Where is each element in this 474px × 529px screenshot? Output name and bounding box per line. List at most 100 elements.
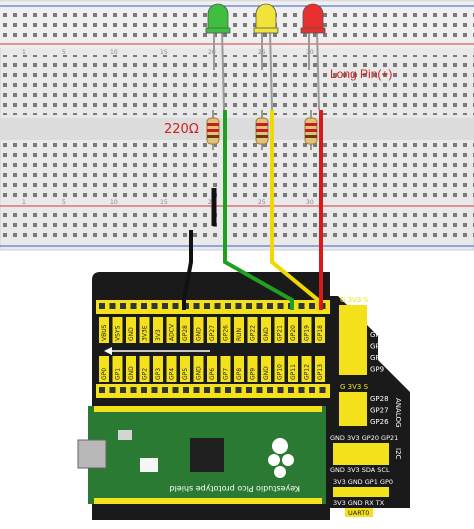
pin-label-bg	[126, 356, 136, 382]
pin-label-bg	[207, 317, 217, 343]
center-channel	[0, 118, 474, 140]
red-led	[300, 3, 326, 111]
analog-pin-label: GP27	[370, 407, 389, 415]
pin-label: GP22	[250, 325, 257, 341]
i2c-side-label: I2C	[394, 448, 402, 460]
header-pin	[99, 387, 105, 393]
lower-terminal-holes	[0, 142, 474, 200]
header-pin	[288, 387, 294, 393]
pin-label-bg	[274, 356, 285, 382]
pin-label: GP9	[250, 368, 257, 380]
header-pin	[162, 387, 168, 393]
pin-label: GND	[128, 366, 135, 380]
header-pin	[130, 387, 137, 393]
pin-label: GP20	[290, 325, 297, 341]
right-block-header: G 3V3 S	[340, 296, 369, 304]
header-pin	[225, 387, 231, 393]
resistor-1	[206, 110, 220, 150]
header-pin	[309, 387, 315, 393]
pin-label: VSYS	[115, 325, 122, 341]
header-pin	[267, 387, 273, 393]
header-pin	[172, 387, 179, 393]
header-pin	[235, 303, 242, 309]
header-pin	[120, 303, 126, 309]
column-number: 15	[160, 49, 168, 56]
header-pin	[309, 303, 315, 309]
pin-label-bg	[180, 356, 190, 382]
i2c-bottom-label: GND 3V3 SDA SCL	[330, 466, 390, 474]
resistor-3	[304, 110, 318, 150]
header-pin	[214, 387, 221, 393]
pin-label: GND	[263, 366, 270, 380]
right-pin-label: GP5	[370, 343, 384, 351]
header-pin	[204, 303, 210, 309]
header-pin	[225, 303, 231, 309]
top-rail-holes	[0, 12, 474, 40]
right-pin-label: GP9	[370, 366, 384, 374]
pin-label: GP19	[304, 325, 311, 341]
pin-label-bg	[247, 356, 258, 382]
analog-block-header: G 3V3 S	[340, 383, 369, 391]
led-body	[302, 3, 324, 31]
uart-title-badge	[345, 508, 373, 517]
pin-label: GP7	[223, 368, 230, 380]
pin-label: GP5	[182, 368, 189, 380]
header-pin	[277, 387, 284, 393]
yellow-wire	[270, 110, 320, 310]
pin-label-bg	[166, 356, 177, 382]
pin-label: GP12	[304, 364, 311, 380]
pin-label-bg	[234, 356, 244, 382]
pin-label-bg	[220, 317, 231, 343]
pin-label: GP3	[155, 368, 162, 380]
header-pin	[151, 303, 158, 309]
uart-top-label: 3V3 GND GP1 GP0	[333, 478, 393, 486]
bootsel-button	[140, 458, 158, 472]
pin-label-bg	[166, 317, 177, 343]
header-pin	[99, 303, 105, 309]
pin-label: GP26	[223, 325, 230, 341]
analog-pin-label: GP28	[370, 395, 389, 403]
pin-label: VBUS	[101, 324, 108, 341]
green-wire	[223, 110, 294, 310]
pin-label-bg	[261, 317, 271, 343]
header-pin	[120, 387, 126, 393]
header-pin	[246, 303, 252, 309]
uart-title: UART0	[348, 509, 369, 517]
pin-label-bg	[301, 356, 312, 382]
column-number: 1	[22, 49, 26, 56]
pin-label-bg	[288, 356, 298, 382]
pin-label: RUN	[236, 328, 243, 341]
raspberry-logo-icon	[268, 438, 294, 478]
pin-label-bg	[315, 356, 325, 382]
column-number: 1	[22, 199, 26, 206]
led-rim	[300, 27, 326, 34]
pin-label: GP11	[290, 364, 297, 380]
pico-top-header	[94, 406, 322, 412]
led-rim	[253, 27, 279, 34]
header-pin	[277, 303, 284, 309]
pin-label: GP18	[317, 325, 324, 341]
pin-label-bg	[247, 317, 258, 343]
right-pin-label: GP3	[370, 320, 384, 328]
bottom-rail-holes	[0, 212, 474, 242]
header-pin	[298, 387, 305, 393]
pin-label: GP8	[236, 368, 243, 380]
header-pin	[151, 387, 158, 393]
yellow-led	[253, 3, 279, 111]
resistors	[206, 110, 318, 150]
led-rim	[205, 27, 231, 34]
right-block-pins	[339, 305, 367, 375]
pin-label-bg	[180, 317, 190, 343]
header-pin	[130, 303, 137, 309]
header-pin	[298, 303, 305, 309]
pico-bottom-header	[94, 498, 322, 504]
led-leg	[221, 29, 225, 111]
column-number: 30	[306, 199, 314, 206]
analog-pin-label: GP26	[370, 418, 389, 426]
resistor-2	[255, 110, 269, 150]
pin-label: GP27	[209, 325, 216, 341]
pin-label-bg	[261, 356, 271, 382]
pin-label: GP2	[142, 368, 149, 380]
